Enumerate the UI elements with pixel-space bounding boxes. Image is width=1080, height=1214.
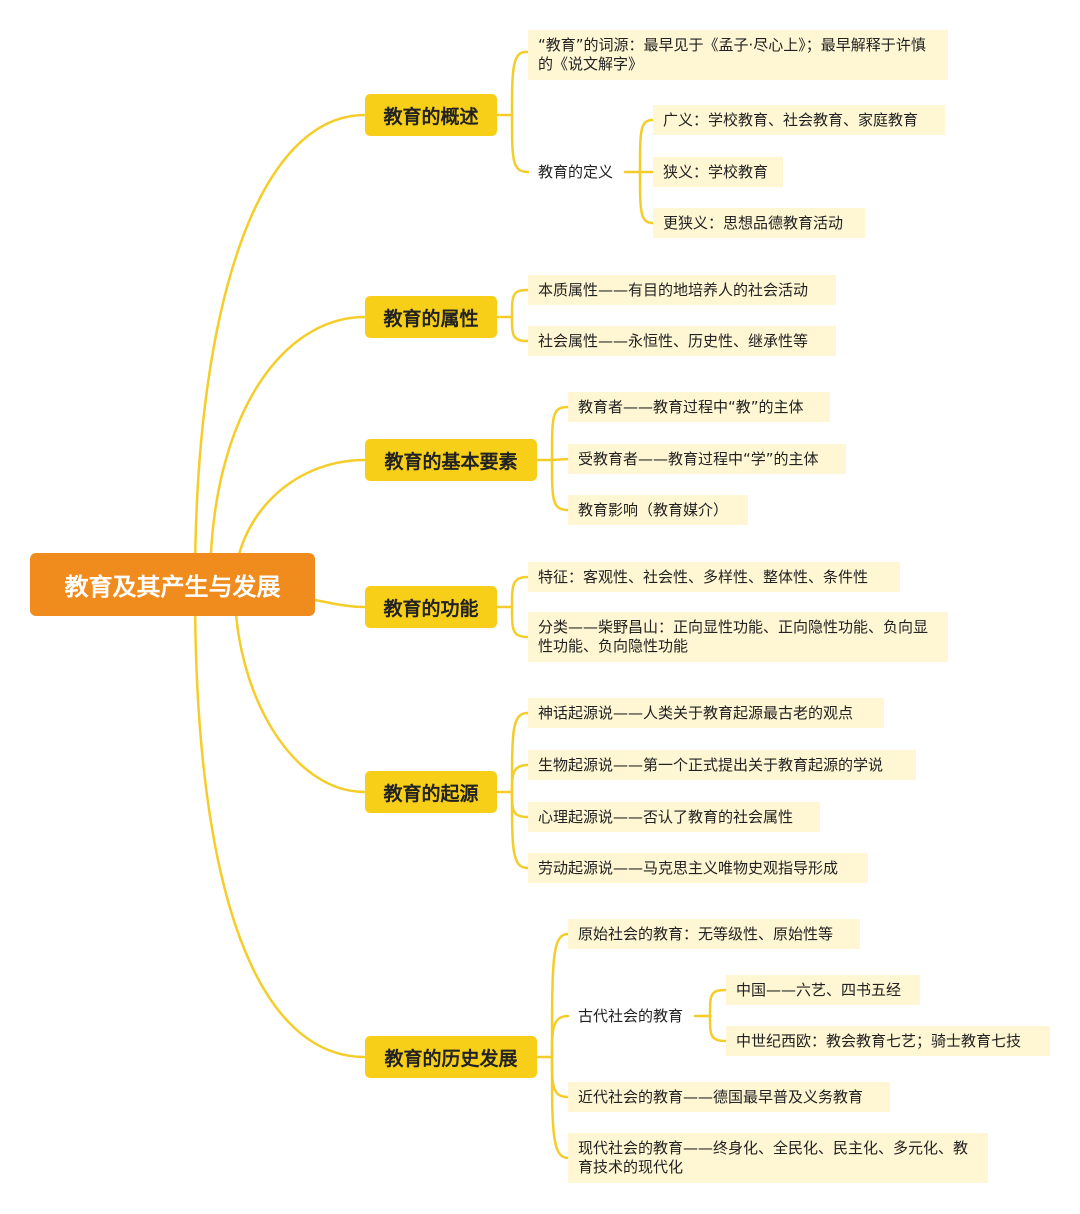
leaf-primitive-society[interactable]: 原始社会的教育：无等级性、原始性等 — [568, 919, 860, 949]
leaf-biological-origin[interactable]: 生物起源说——第一个正式提出关于教育起源的学说 — [528, 750, 916, 780]
leaf-learner[interactable]: 受教育者——教育过程中“学”的主体 — [568, 444, 846, 474]
leaf-myth-origin[interactable]: 神话起源说——人类关于教育起源最古老的观点 — [528, 698, 884, 728]
leaf-definition-narrow[interactable]: 狭义：学校教育 — [653, 157, 783, 187]
branch-attributes[interactable]: 教育的属性 — [365, 296, 497, 338]
leaf-psychological-origin[interactable]: 心理起源说——否认了教育的社会属性 — [528, 802, 820, 832]
leaf-social-attribute[interactable]: 社会属性——永恒性、历史性、继承性等 — [528, 326, 836, 356]
leaf-medieval-europe[interactable]: 中世纪西欧：教会教育七艺；骑士教育七技 — [726, 1026, 1050, 1056]
leaf-educator[interactable]: 教育者——教育过程中“教”的主体 — [568, 392, 830, 422]
branch-elements[interactable]: 教育的基本要素 — [365, 439, 537, 481]
branch-history[interactable]: 教育的历史发展 — [365, 1036, 537, 1078]
leaf-definition-narrower[interactable]: 更狭义：思想品德教育活动 — [653, 208, 865, 238]
leaf-ancient-society[interactable]: 古代社会的教育 — [578, 1007, 684, 1025]
leaf-educational-influence[interactable]: 教育影响（教育媒介） — [568, 495, 748, 525]
branch-overview[interactable]: 教育的概述 — [365, 94, 497, 136]
branch-functions[interactable]: 教育的功能 — [365, 586, 497, 628]
leaf-definition-broad[interactable]: 广义：学校教育、社会教育、家庭教育 — [653, 105, 945, 135]
leaf-labor-origin[interactable]: 劳动起源说——马克思主义唯物史观指导形成 — [528, 853, 868, 883]
leaf-function-classification[interactable]: 分类——柴野昌山：正向显性功能、正向隐性功能、负向显性功能、负向隐性功能 — [528, 612, 948, 662]
leaf-ancient-china[interactable]: 中国——六艺、四书五经 — [726, 975, 920, 1005]
leaf-modern-society[interactable]: 近代社会的教育——德国最早普及义务教育 — [568, 1082, 890, 1112]
leaf-definition[interactable]: 教育的定义 — [538, 163, 614, 181]
root-node[interactable]: 教育及其产生与发展 — [30, 553, 315, 616]
leaf-function-features[interactable]: 特征：客观性、社会性、多样性、整体性、条件性 — [528, 562, 900, 592]
leaf-essential-attribute[interactable]: 本质属性——有目的地培养人的社会活动 — [528, 275, 836, 305]
leaf-contemporary-society[interactable]: 现代社会的教育——终身化、全民化、民主化、多元化、教育技术的现代化 — [568, 1133, 988, 1183]
leaf-etymology[interactable]: “教育”的词源：最早见于《孟子·尽心上》；最早解释于许慎的《说文解字》 — [528, 30, 948, 80]
branch-origins[interactable]: 教育的起源 — [365, 771, 497, 813]
